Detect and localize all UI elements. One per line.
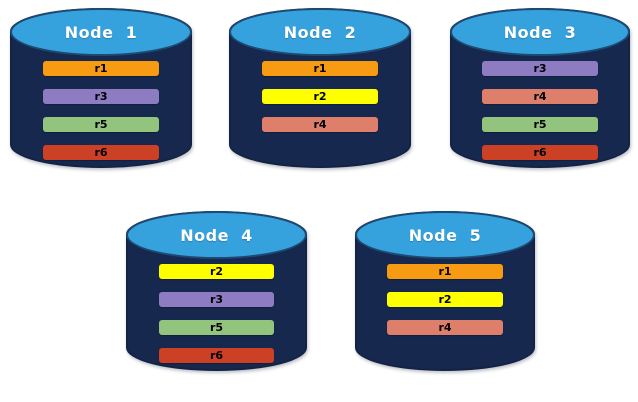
replica-label: r3 <box>94 89 108 103</box>
replica-label: r1 <box>438 264 452 278</box>
replica-bar[interactable]: r6 <box>42 144 160 160</box>
replica-bar[interactable]: r2 <box>158 263 275 279</box>
replica-label: r5 <box>533 117 547 131</box>
replica-bar[interactable]: r3 <box>482 60 598 76</box>
replica-label: r4 <box>313 117 327 131</box>
replica-bar[interactable]: r5 <box>482 116 598 132</box>
replica-list: r1 r2 r4 <box>261 60 379 132</box>
replica-label: r2 <box>313 89 327 103</box>
node-3[interactable]: Node 3 r3 r4 r5 r6 <box>450 8 630 168</box>
node-4[interactable]: Node 4 r2 r3 r5 r6 <box>126 211 307 371</box>
replica-list: r2 r3 r5 r6 <box>158 263 275 363</box>
replica-bar[interactable]: r1 <box>261 60 379 76</box>
node-2[interactable]: Node 2 r1 r2 r4 <box>229 8 411 168</box>
replica-label: r5 <box>209 320 224 334</box>
replica-label: r6 <box>533 145 547 159</box>
replica-label: r1 <box>94 61 108 75</box>
cylinder-top-ellipse <box>450 8 630 56</box>
replica-label: r3 <box>209 292 224 306</box>
replica-label: r4 <box>533 89 547 103</box>
replica-bar[interactable]: r2 <box>261 88 379 104</box>
replica-bar[interactable]: r4 <box>261 116 379 132</box>
replica-label: r6 <box>94 145 108 159</box>
replica-bar[interactable]: r5 <box>158 319 275 335</box>
replica-bar[interactable]: r1 <box>42 60 160 76</box>
node-title: Node 3 <box>503 22 577 42</box>
replica-bar[interactable]: r6 <box>482 144 598 160</box>
node-title: Node 4 <box>180 225 253 245</box>
replica-bar[interactable]: r3 <box>42 88 160 104</box>
replica-label: r2 <box>438 292 452 306</box>
replica-bar[interactable]: r4 <box>387 319 503 335</box>
replica-label: r6 <box>209 348 224 362</box>
replica-label: r1 <box>313 61 327 75</box>
replica-list: r1 r2 r4 <box>387 263 503 335</box>
node-title: Node 5 <box>408 225 482 245</box>
replica-bar[interactable]: r1 <box>387 263 503 279</box>
replica-label: r3 <box>533 61 547 75</box>
replica-bar[interactable]: r5 <box>42 116 160 132</box>
node-1[interactable]: Node 1 r1 r3 r5 r6 <box>10 8 192 168</box>
node-5[interactable]: Node 5 r1 r2 r4 <box>355 211 535 371</box>
replica-list: r1 r3 r5 r6 <box>42 60 160 160</box>
replica-bar[interactable]: r4 <box>482 88 598 104</box>
cylinder-top-ellipse <box>126 211 307 259</box>
cylinder-top-ellipse <box>229 8 411 56</box>
cylinder-top-ellipse <box>10 8 192 56</box>
replica-bar[interactable]: r3 <box>158 291 275 307</box>
replica-label: r5 <box>94 117 108 131</box>
replica-label: r2 <box>209 264 224 278</box>
node-title: Node 1 <box>64 22 138 42</box>
replica-bar[interactable]: r6 <box>158 347 275 363</box>
replica-bar[interactable]: r2 <box>387 291 503 307</box>
replica-list: r3 r4 r5 r6 <box>482 60 598 160</box>
replica-label: r4 <box>438 320 452 334</box>
cylinder-top-ellipse <box>355 211 535 259</box>
node-title: Node 2 <box>283 22 357 42</box>
